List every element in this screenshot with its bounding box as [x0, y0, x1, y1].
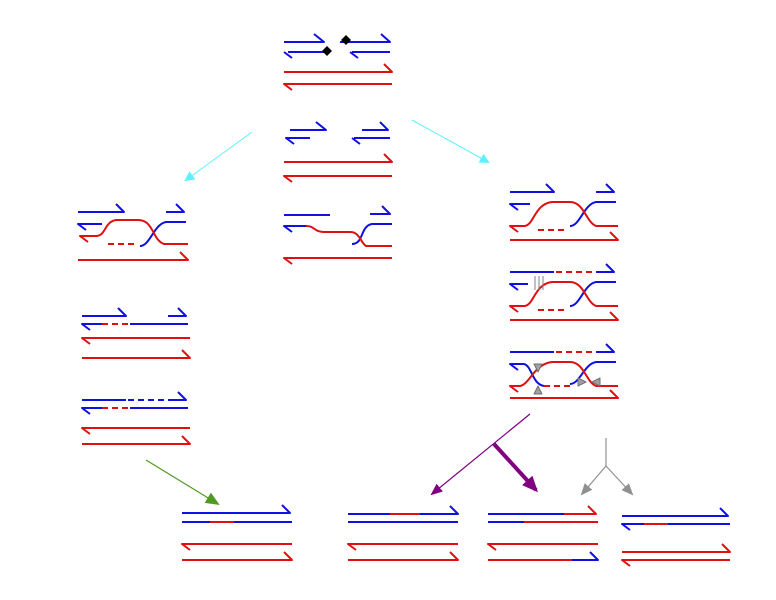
arrow-alt-fork [580, 438, 634, 496]
cleavage-triangle-icon [533, 385, 543, 395]
cleavage-triangle-icon [591, 377, 601, 387]
dhj-resolution [509, 343, 619, 399]
product-crossover-dhj [487, 505, 599, 561]
arrow-dhj-crossover [492, 442, 539, 493]
product-crossover-alt [621, 507, 731, 567]
product-noncrossover-dhj [347, 505, 459, 561]
sdsa-synthesis [81, 307, 191, 359]
arrow-to-sdsa [184, 131, 253, 182]
cleavage-triangle-icon [533, 363, 543, 373]
arrow-alt-right [605, 465, 634, 496]
cleavage-triangle-icon [577, 377, 587, 387]
break-diamond-icon [341, 35, 351, 45]
break-diamond-icon [322, 46, 332, 56]
dhj-capture [509, 263, 619, 321]
arrow-to-dhj [411, 119, 490, 163]
arrow-sdsa-product [145, 459, 220, 506]
resected-ends [283, 121, 393, 183]
arrow-alt-left [580, 465, 607, 496]
break-site [283, 33, 393, 91]
sdsa-invasion [77, 203, 189, 261]
arrow-dhj-noncrossover [430, 413, 531, 496]
product-noncrossover-sdsa [181, 504, 293, 561]
dhj-invasion [509, 183, 619, 241]
sdsa-annealed [81, 391, 191, 445]
strand-invasion [283, 205, 392, 265]
